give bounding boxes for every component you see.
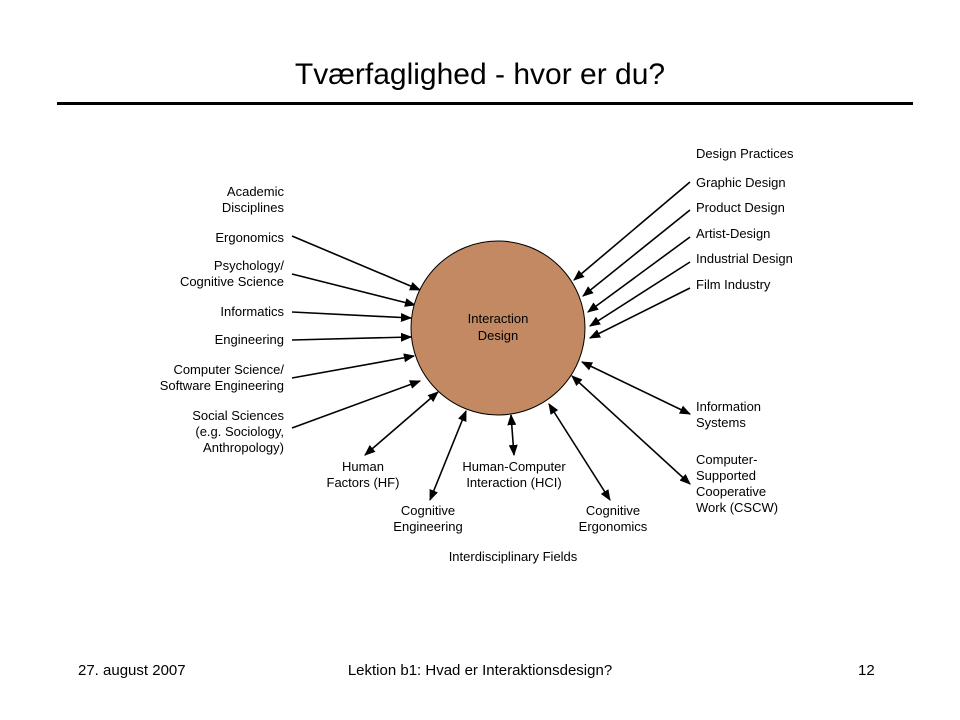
footer-lecture-title: Lektion b1: Hvad er Interaktionsdesign?: [347, 662, 613, 679]
design-practice-2-line-1: Product Design: [696, 200, 785, 215]
interdisciplinary-field-3-line-2: Interaction (HCI): [466, 475, 561, 490]
field-arrow-6: [571, 375, 691, 485]
academic-arrow-3: [291, 311, 413, 322]
design-arrow-4: [589, 261, 691, 327]
academic-discipline-6-line-1: Social Sciences: [192, 408, 284, 423]
academic-discipline-6-line-2: (e.g. Sociology,: [195, 424, 284, 439]
interdisciplinary-field-4-line-1: Cognitive: [586, 503, 640, 518]
field-arrow-5: [580, 361, 692, 415]
field-arrow-3: [507, 413, 518, 457]
academic-disciplines-heading-line-1: Academic: [227, 184, 285, 199]
footer-date: 27. august 2007: [78, 662, 186, 679]
interdisciplinary-field-6-line-4: Work (CSCW): [696, 500, 778, 515]
design-arrow-1: [573, 181, 691, 281]
academic-arrow-6: [291, 380, 422, 429]
center-label-line-2: Design: [478, 328, 518, 343]
page-number: 12: [858, 662, 875, 679]
design-arrow-5: [588, 287, 691, 339]
center-label-line-1: Interaction: [468, 311, 529, 326]
academic-discipline-6-line-3: Anthropology): [203, 440, 284, 455]
interdisciplinary-field-4-line-2: Ergonomics: [579, 519, 648, 534]
interdisciplinary-field-5-line-2: Systems: [696, 415, 746, 430]
design-practice-4-line-1: Industrial Design: [696, 251, 793, 266]
academic-discipline-3-line-1: Informatics: [220, 304, 284, 319]
interdisciplinary-field-1-line-1: Human: [342, 459, 384, 474]
arrows-layer: [291, 181, 692, 502]
interdisciplinary-field-3-line-1: Human-Computer: [462, 459, 566, 474]
academic-arrow-4: [291, 332, 413, 342]
field-arrow-2: [429, 409, 467, 502]
interdisciplinary-field-6-line-2: Supported: [696, 468, 756, 483]
design-arrow-3: [587, 236, 691, 313]
academic-discipline-2-line-1: Psychology/: [214, 258, 284, 273]
design-practice-1-line-1: Graphic Design: [696, 175, 786, 190]
design-practice-5-line-1: Film Industry: [696, 277, 771, 292]
interdisciplinary-field-1-line-2: Factors (HF): [327, 475, 400, 490]
slide-title: Tværfaglighed - hvor er du?: [294, 58, 666, 91]
design-practice-3-line-1: Artist-Design: [696, 226, 770, 241]
academic-discipline-4-line-1: Engineering: [215, 332, 284, 347]
interaction-design-circle: [410, 240, 586, 416]
interdisciplinary-fields-heading-line-1: Interdisciplinary Fields: [449, 549, 578, 564]
academic-discipline-2-line-2: Cognitive Science: [180, 274, 284, 289]
academic-discipline-5-line-2: Software Engineering: [160, 378, 284, 393]
academic-discipline-5-line-1: Computer Science/: [173, 362, 284, 377]
academic-arrow-2: [291, 273, 417, 307]
interdisciplinary-field-2-line-1: Cognitive: [401, 503, 455, 518]
field-arrow-1: [364, 391, 439, 456]
interdisciplinary-field-6-line-1: Computer-: [696, 452, 757, 467]
academic-arrow-1: [291, 235, 422, 291]
title-divider: [57, 102, 913, 105]
design-practices-heading-line-1: Design Practices: [696, 146, 794, 161]
interdisciplinary-field-6-line-3: Cooperative: [696, 484, 766, 499]
academic-discipline-1-line-1: Ergonomics: [215, 230, 284, 245]
interdisciplinary-field-5-line-1: Information: [696, 399, 761, 414]
academic-disciplines-heading-line-2: Disciplines: [222, 200, 285, 215]
interdisciplinary-field-2-line-2: Engineering: [393, 519, 462, 534]
academic-arrow-5: [291, 353, 416, 379]
design-arrow-2: [582, 209, 691, 297]
